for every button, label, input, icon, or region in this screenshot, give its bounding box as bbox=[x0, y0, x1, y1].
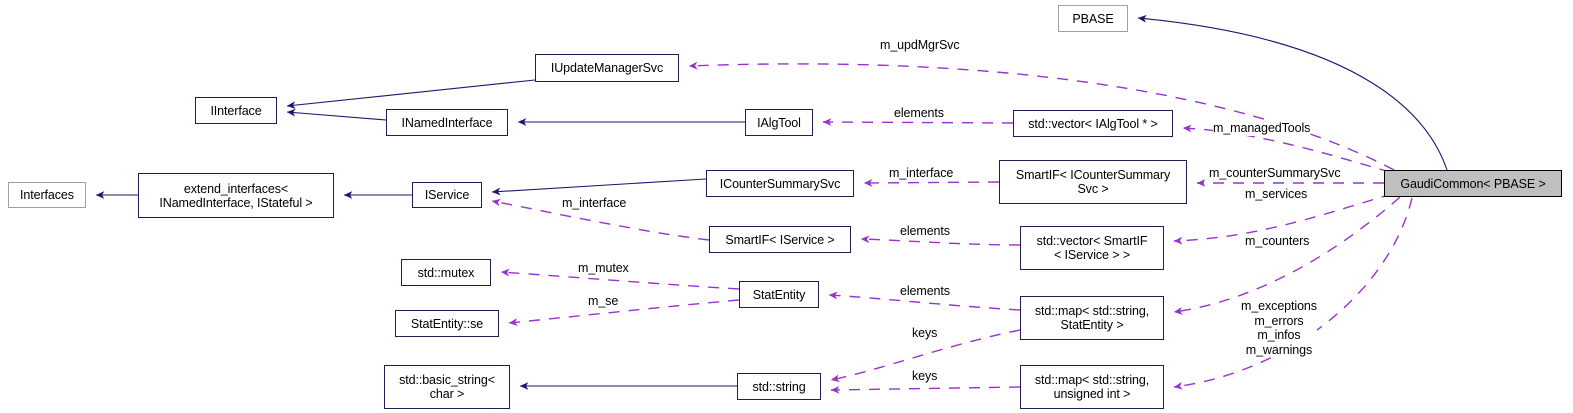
node-statentity-se[interactable]: StatEntity::se bbox=[395, 310, 499, 337]
edge-label-m-counters: m_counters bbox=[1245, 234, 1310, 249]
node-map-string-statentity[interactable]: std::map< std::string, StatEntity > bbox=[1020, 296, 1164, 340]
node-iinterface[interactable]: IInterface bbox=[195, 97, 277, 124]
edge-label-m-updmgrsvc: m_updMgrSvc bbox=[880, 38, 960, 53]
edge-map-uint-to-stdstring bbox=[830, 385, 1021, 394]
node-ialgtool[interactable]: IAlgTool bbox=[745, 109, 813, 136]
edge-vector-smartif-to-smartif-iservice bbox=[860, 235, 1021, 246]
node-gaudicommon-pbase[interactable]: GaudiCommon< PBASE > bbox=[1384, 170, 1562, 197]
edge-label-m-managedtools: m_managedTools bbox=[1213, 121, 1311, 136]
edge-label-elements-ialgtool: elements bbox=[894, 106, 944, 121]
edge-iupdatemanagersvc-to-iinterface bbox=[286, 79, 536, 110]
node-map-string-unsigned-int[interactable]: std::map< std::string, unsigned int > bbox=[1020, 365, 1164, 409]
edge-gaudicommon-to-map-statentity bbox=[1173, 196, 1401, 315]
node-iservice[interactable]: IService bbox=[412, 182, 482, 208]
edge-gaudicommon-to-map-uint bbox=[1173, 197, 1413, 390]
edge-label-elements-smartif: elements bbox=[900, 224, 950, 239]
node-vector-ialgtool[interactable]: std::vector< IAlgTool * > bbox=[1013, 110, 1173, 137]
edge-label-m-se: m_se bbox=[588, 294, 619, 309]
node-smartif-icountersummarysvc[interactable]: SmartIF< ICounterSummary Svc > bbox=[999, 160, 1187, 204]
node-interfaces[interactable]: Interfaces bbox=[8, 182, 86, 208]
node-pbase[interactable]: PBASE bbox=[1058, 5, 1128, 32]
edge-label-m-countersummarysvc: m_counterSummarySvc bbox=[1209, 166, 1341, 181]
node-icountersummarysvc[interactable]: ICounterSummarySvc bbox=[706, 170, 854, 197]
edge-statentity-to-statentity-se bbox=[508, 299, 740, 327]
node-vector-smartif-iservice[interactable]: std::vector< SmartIF < IService > > bbox=[1020, 226, 1164, 270]
edge-label-m-mutex: m_mutex bbox=[578, 261, 629, 276]
node-statentity[interactable]: StatEntity bbox=[739, 281, 819, 308]
edge-label-elements-map: elements bbox=[900, 284, 950, 299]
node-std-string[interactable]: std::string bbox=[737, 373, 821, 400]
edge-label-keys-statentity-map: keys bbox=[912, 326, 938, 341]
edge-inamedinterface-to-iinterface bbox=[286, 108, 387, 121]
edge-label-m-services: m_services bbox=[1245, 187, 1308, 202]
node-extend-interfaces[interactable]: extend_interfaces< INamedInterface, ISta… bbox=[138, 173, 334, 218]
edge-label-keys-uint-map: keys bbox=[912, 369, 938, 384]
edge-smartif-ics-to-icountersummarysvc bbox=[863, 179, 1000, 187]
edge-label-m-interface-countersummary: m_interface bbox=[889, 166, 954, 181]
node-inamedinterface[interactable]: INamedInterface bbox=[386, 109, 508, 136]
node-std-mutex[interactable]: std::mutex bbox=[401, 259, 491, 286]
edge-gaudicommon-to-pbase bbox=[1137, 14, 1448, 171]
edge-icountersummarysvc-to-iservice bbox=[491, 178, 707, 196]
node-iupdatemanagersvc[interactable]: IUpdateManagerSvc bbox=[535, 54, 679, 82]
node-std-basic-string[interactable]: std::basic_string< char > bbox=[384, 365, 510, 409]
edge-label-m-interface-iservice: m_interface bbox=[562, 196, 627, 211]
node-smartif-iservice[interactable]: SmartIF< IService > bbox=[709, 226, 851, 253]
edge-label-m-exceptions-group: m_exceptions m_errors m_infos m_warnings bbox=[1241, 299, 1317, 357]
edge-vector-ialgtool-to-ialgtool bbox=[822, 118, 1014, 126]
